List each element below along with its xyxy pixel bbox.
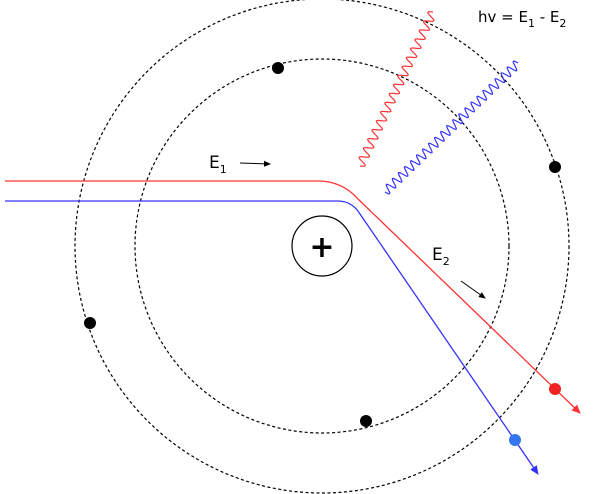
e1-direction-arrow — [239, 160, 271, 167]
electron-top — [272, 62, 284, 74]
outer-orbit — [74, 0, 570, 494]
electron-right — [549, 161, 561, 173]
blue-photon-wave — [384, 60, 519, 195]
inner-orbit — [134, 58, 510, 434]
e2-label: E2 — [432, 245, 450, 268]
photon-energy-equation: hv = E1 - E2 — [478, 8, 566, 30]
nucleus-plus-sign: + — [309, 230, 334, 265]
nucleus — [291, 215, 353, 277]
blue-particle — [509, 434, 521, 446]
red-beam-path — [5, 180, 581, 414]
red-particle — [549, 383, 561, 395]
e2-direction-arrow — [460, 280, 486, 299]
e1-label: E1 — [209, 153, 227, 176]
red-photon-wave — [358, 11, 435, 167]
electron-bottom — [360, 415, 372, 427]
electron-left — [84, 317, 96, 329]
blue-beam-path — [5, 200, 539, 475]
